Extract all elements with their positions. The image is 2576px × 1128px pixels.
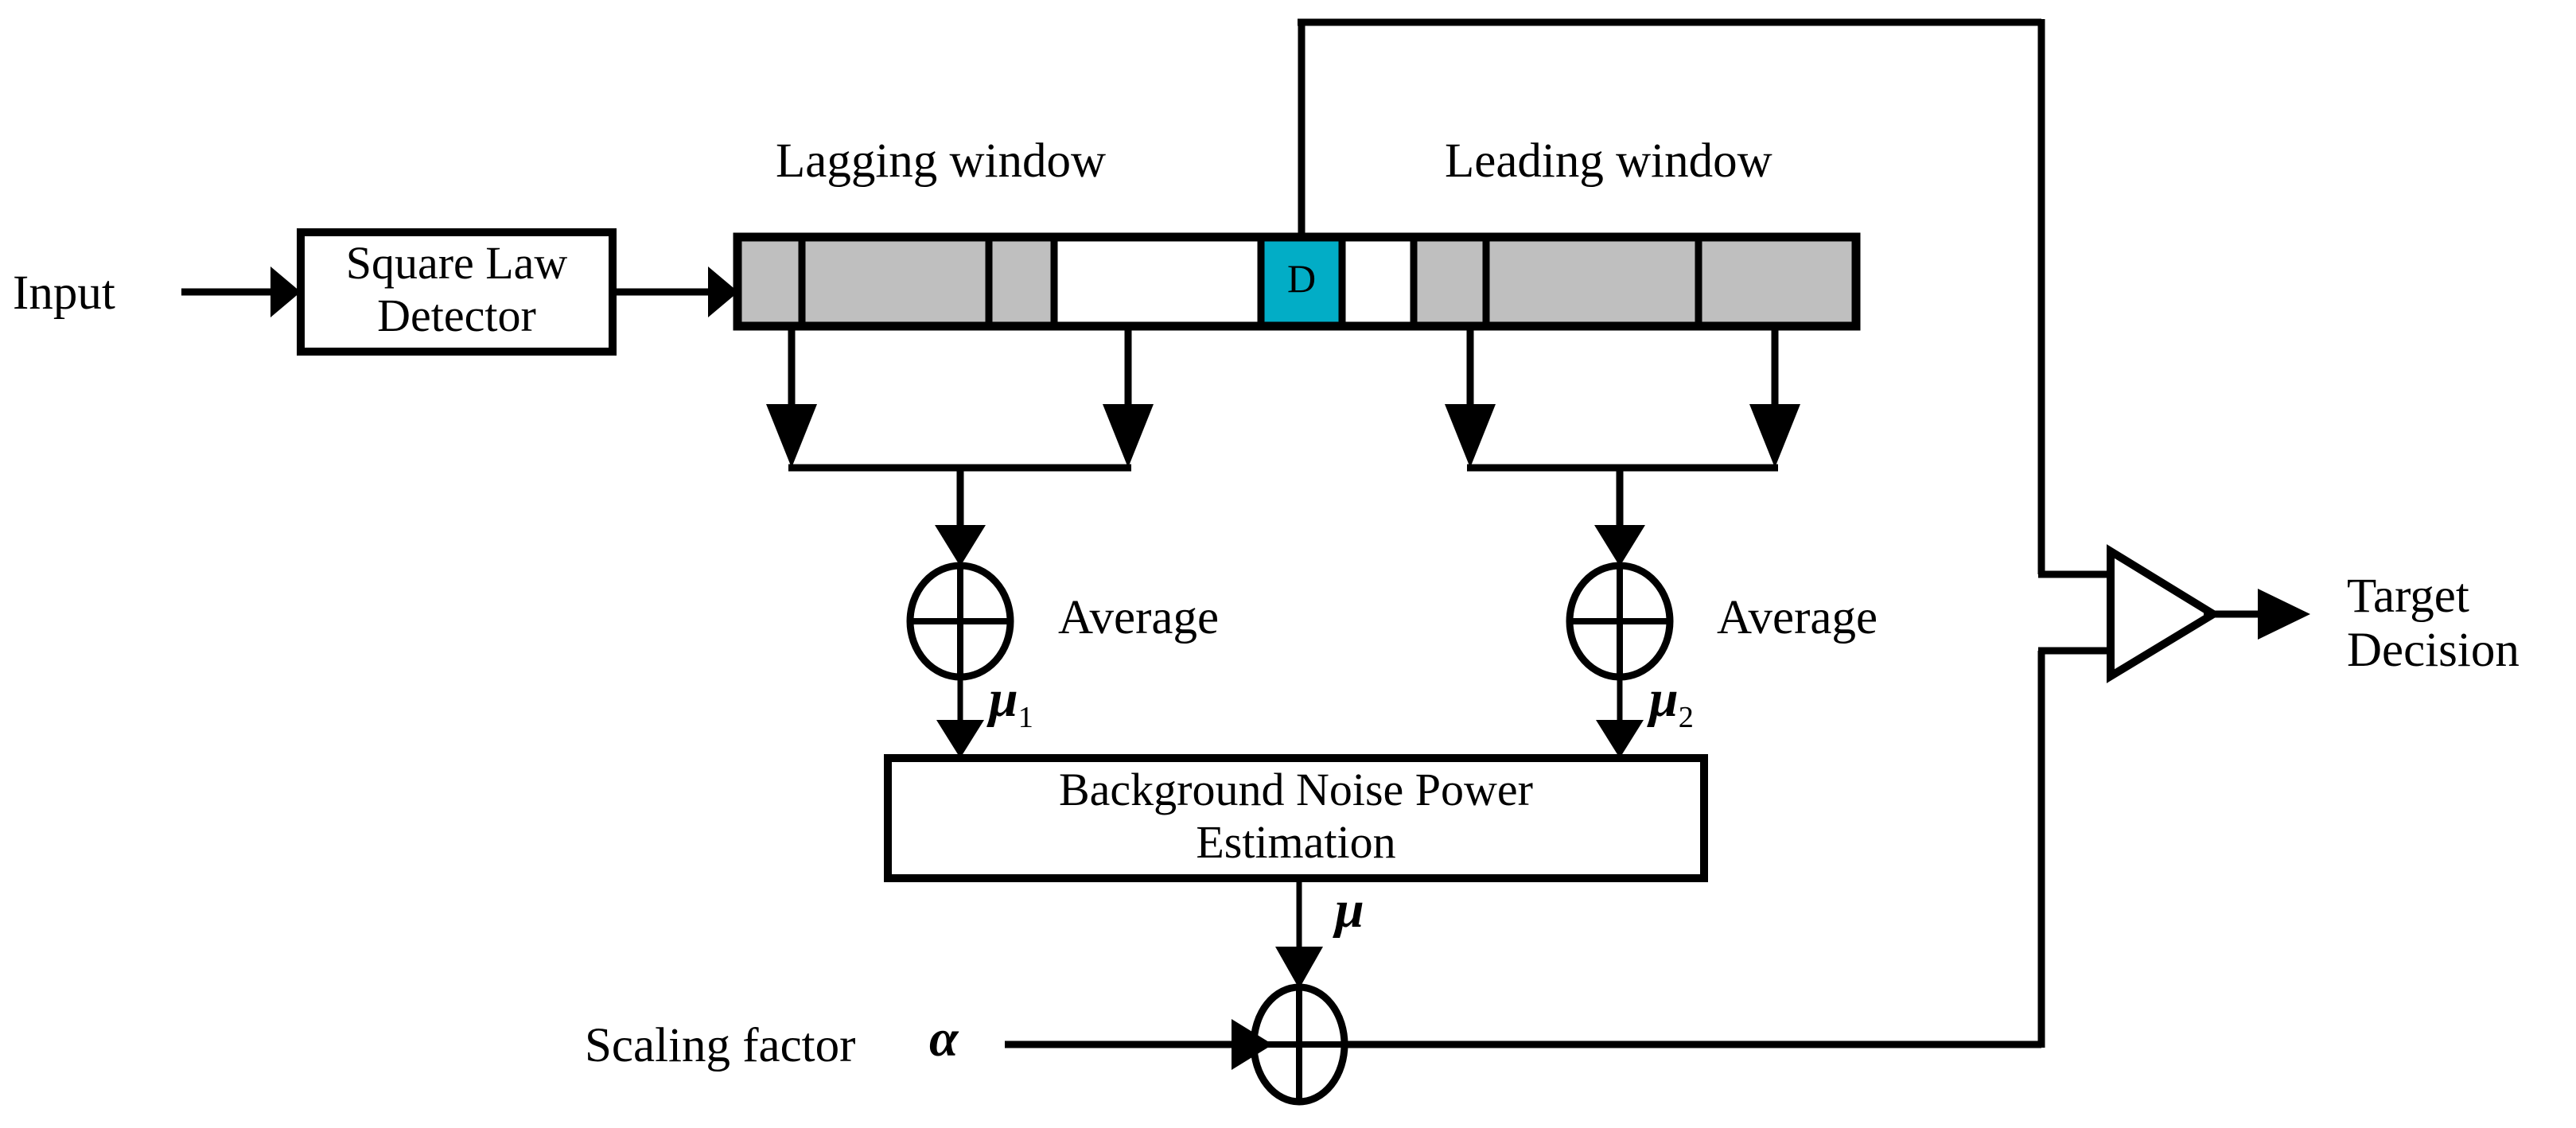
cfar-cell-array xyxy=(733,232,1861,331)
leading-cell-3 xyxy=(1699,237,1856,326)
lagging-cell-1 xyxy=(737,237,802,326)
left-average-summer xyxy=(906,562,1014,681)
mu2-arrow xyxy=(1596,677,1644,758)
average-right-label: Average xyxy=(1717,591,1878,644)
target-decision-arrow xyxy=(2204,589,2310,640)
array-spacer-left xyxy=(1123,237,1261,326)
leading-window-taps xyxy=(1445,326,1800,566)
leading-cell-2 xyxy=(1486,237,1699,326)
scaling-factor-label: Scaling factor xyxy=(585,1019,856,1072)
leading-window-label: Leading window xyxy=(1445,134,1772,188)
guard-cell-left xyxy=(1054,237,1123,326)
alpha-label: α xyxy=(929,1009,959,1068)
mu1-label: μ1 xyxy=(989,670,1033,735)
leading-cell-1 xyxy=(1414,237,1486,326)
comparator-triangle xyxy=(2107,544,2221,683)
average-left-label: Average xyxy=(1058,591,1220,644)
cut-to-comparator-feedback xyxy=(1298,18,2112,578)
cell-under-test-label: D xyxy=(1286,256,1317,301)
guard-cell-right xyxy=(1342,237,1414,326)
square-law-detector-line1: Square Law xyxy=(345,237,568,289)
noise-box-line1: Background Noise Power xyxy=(1058,764,1533,815)
target-decision-line1: Target xyxy=(2347,570,2469,623)
cell-under-test xyxy=(1261,237,1342,326)
input-label: Input xyxy=(13,266,115,320)
mu-arrow xyxy=(1275,878,1323,989)
square-law-detector-line2: Detector xyxy=(377,290,536,341)
background-noise-power-box xyxy=(884,754,1708,882)
noise-box-line2: Estimation xyxy=(1196,816,1396,868)
cell-array-border xyxy=(733,232,1861,331)
mu1-arrow xyxy=(936,677,984,758)
lagging-cell-2 xyxy=(802,237,989,326)
input-arrow xyxy=(181,266,301,317)
threshold-to-comparator xyxy=(1344,647,2112,1048)
lagging-window-label: Lagging window xyxy=(776,134,1107,188)
mu-label: μ xyxy=(1335,881,1364,939)
mu2-label: μ2 xyxy=(1649,670,1694,735)
target-decision-line2: Decision xyxy=(2347,624,2520,677)
right-average-summer xyxy=(1566,562,1674,681)
lagging-window-taps xyxy=(766,326,1154,566)
detector-to-array-arrow xyxy=(613,266,738,317)
lagging-cell-3 xyxy=(989,237,1054,326)
scaling-factor-arrow xyxy=(1005,1019,1273,1070)
